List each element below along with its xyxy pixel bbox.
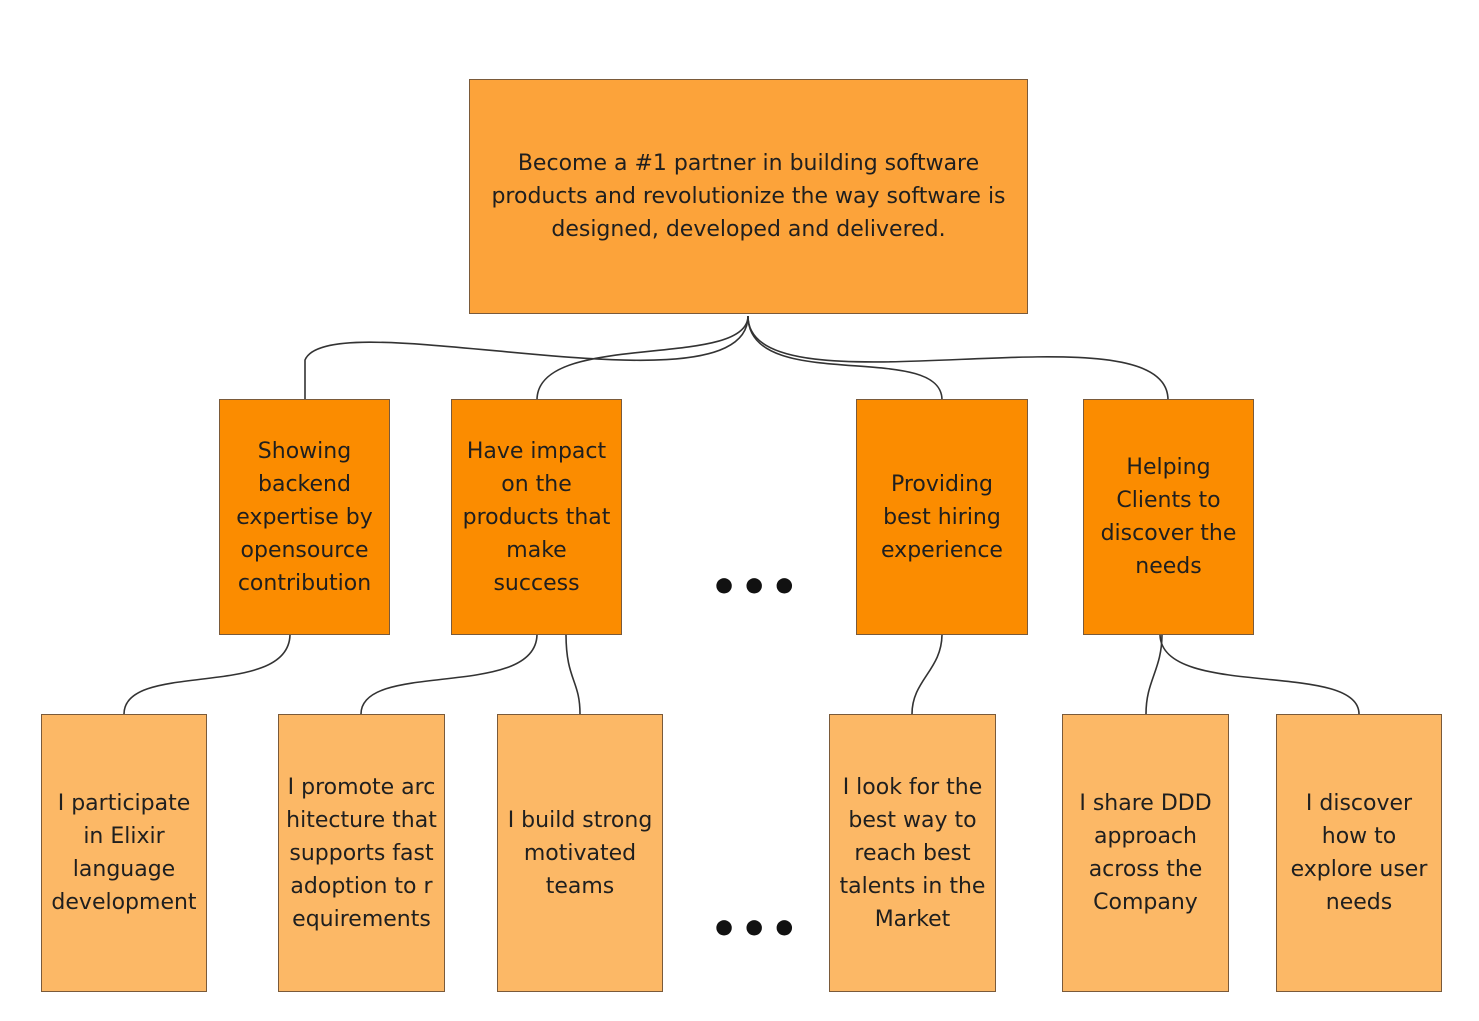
impact-talents-text: I look for the best way to reach best ta… <box>839 774 986 932</box>
actor-hiring-experience-text: Providing best hiring experience <box>881 471 1003 563</box>
impact-teams-text: I build strong motivated teams <box>507 807 653 899</box>
impact-ddd-node[interactable]: I share DDD approach across the Company <box>1062 714 1229 992</box>
actor-backend-expertise-text: Showing backend expertise by opensource … <box>236 438 373 596</box>
impact-user-needs-node[interactable]: I discover how to explore user needs <box>1276 714 1442 992</box>
actor-backend-expertise-node[interactable]: Showing backend expertise by opensource … <box>219 399 390 635</box>
more-actors-ellipsis: ••• <box>710 562 801 613</box>
connector-impact-to-teams <box>565 633 581 715</box>
impact-architecture-node[interactable]: I promote architecture that supports fas… <box>278 714 445 992</box>
connector-impact-to-architecture <box>360 633 538 715</box>
impact-teams-node[interactable]: I build strong motivated teams <box>497 714 663 992</box>
root-goal-node[interactable]: Become a #1 partner in building software… <box>469 79 1028 314</box>
impact-ddd-text: I share DDD approach across the Company <box>1079 791 1212 915</box>
connector-clients-to-user-needs <box>1159 633 1360 715</box>
connector-clients-to-ddd <box>1145 633 1163 715</box>
actor-client-needs-text: Helping Clients to discover the needs <box>1100 455 1237 579</box>
actor-product-impact-text: Have impact on the products that make su… <box>462 438 611 596</box>
impact-architecture-text: I promote architecture that supports fas… <box>286 774 437 932</box>
connector-root-to-backend <box>304 315 749 400</box>
root-goal-text: Become a #1 partner in building software… <box>491 151 1006 242</box>
connector-root-to-clients <box>747 315 1169 401</box>
impact-talents-node[interactable]: I look for the best way to reach best ta… <box>829 714 996 992</box>
connector-backend-to-elixir <box>123 633 291 715</box>
more-impacts-ellipsis: ••• <box>710 904 801 955</box>
connector-root-to-hiring <box>747 315 943 401</box>
impact-user-needs-text: I discover how to explore user needs <box>1290 791 1428 915</box>
actor-product-impact-node[interactable]: Have impact on the products that make su… <box>451 399 622 635</box>
impact-elixir-node[interactable]: I participate in Elixir language develop… <box>41 714 207 992</box>
actor-client-needs-node[interactable]: Helping Clients to discover the needs <box>1083 399 1254 635</box>
connector-root-to-impact <box>536 315 749 401</box>
actor-hiring-experience-node[interactable]: Providing best hiring experience <box>856 399 1028 635</box>
impact-elixir-text: I participate in Elixir language develop… <box>51 791 197 915</box>
connector-hiring-to-talents <box>911 633 943 715</box>
